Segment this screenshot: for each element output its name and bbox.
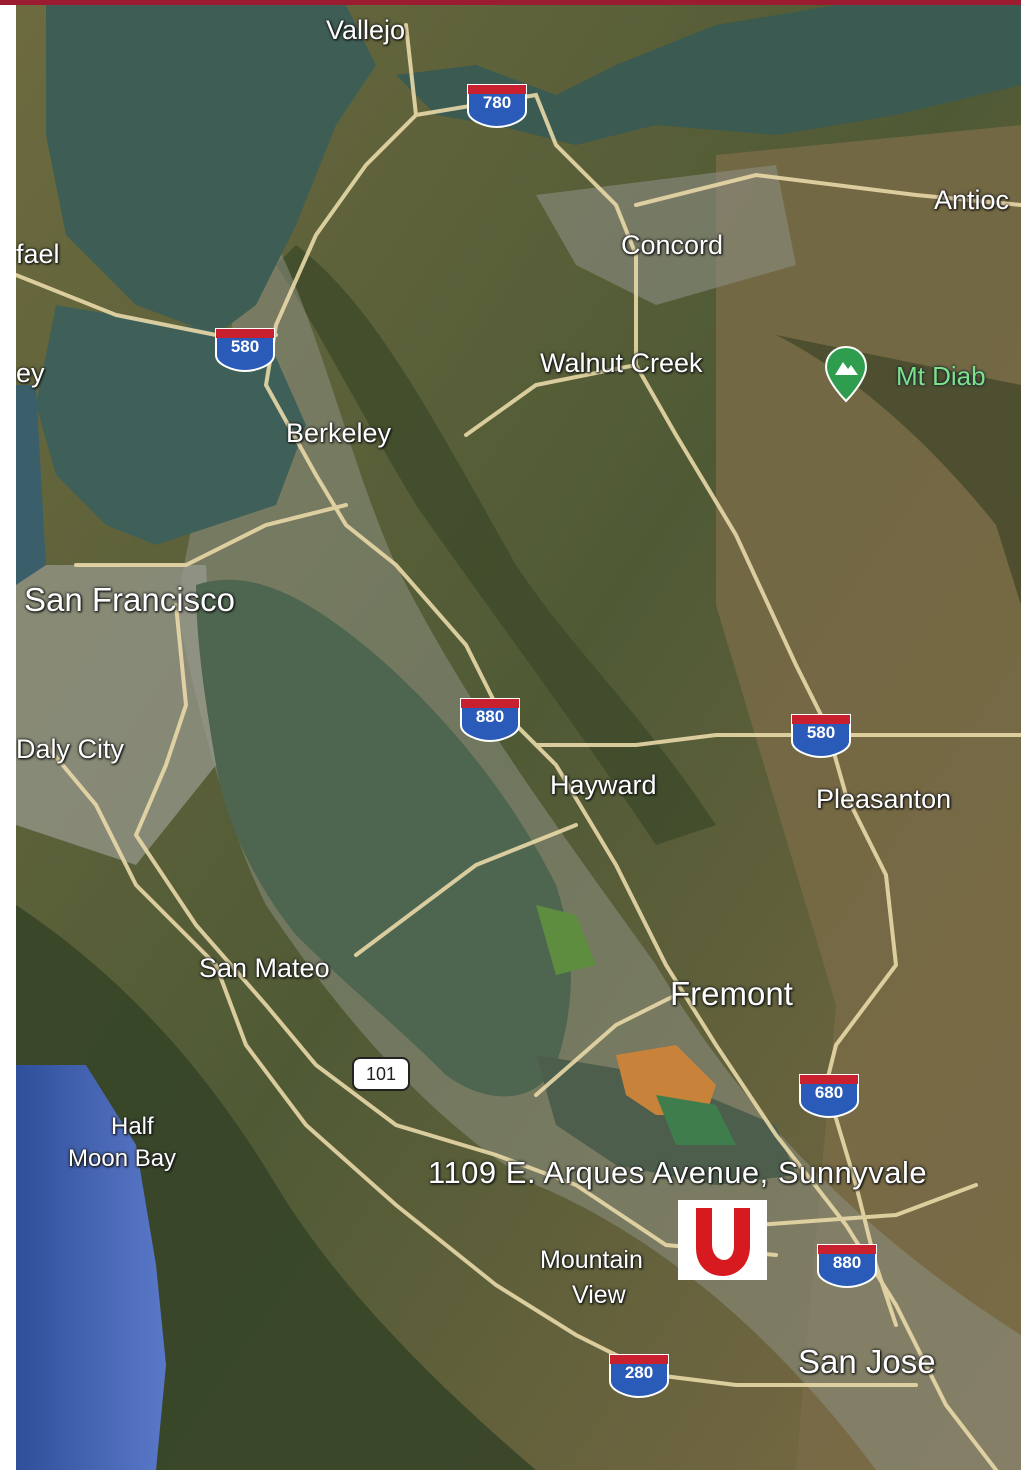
poi-label-mt-diablo: Mt Diab (896, 361, 986, 391)
city-label-half-moon-bay-line1: Half (111, 1113, 154, 1140)
map-view[interactable]: Vallejo Antioc fael ey Concord Walnut Cr… (16, 5, 1021, 1470)
city-label-mountain-view-line1: Mountain (540, 1246, 643, 1274)
city-label-san-mateo: San Mateo (199, 953, 330, 983)
interstate-580-west-shield: 580 (212, 325, 278, 373)
city-label-daly-city: Daly City (16, 734, 125, 764)
us-101-shield: 101 (352, 1057, 410, 1091)
city-label-berkeley: Berkeley (286, 418, 392, 448)
satellite-map-base (16, 5, 1021, 1470)
city-label-san-rafael: fael (16, 239, 60, 269)
city-label-mountain-view-line2: View (572, 1281, 626, 1309)
interstate-780-number: 780 (482, 93, 512, 112)
interstate-580-east-shield: 580 (788, 711, 854, 759)
city-label-pleasanton: Pleasanton (816, 784, 952, 814)
city-label-vallejo: Vallejo (326, 15, 406, 45)
interstate-880-south-number: 880 (832, 1253, 862, 1272)
interstate-280-number: 280 (624, 1363, 654, 1382)
city-label-mill-valley: ey (16, 358, 45, 388)
interstate-780-shield: 780 (464, 81, 530, 129)
city-label-antioch: Antioc (934, 185, 1010, 215)
brand-top-bar (0, 0, 1021, 5)
interstate-880-north-number: 880 (475, 707, 505, 726)
us-101-number: 101 (365, 1064, 397, 1084)
interstate-880-south-shield: 880 (814, 1241, 880, 1289)
interstate-580-east-number: 580 (806, 723, 836, 742)
park-pin-icon[interactable] (824, 345, 868, 403)
red-u-logo-icon (696, 1201, 750, 1276)
city-label-concord: Concord (621, 230, 724, 260)
interstate-280-shield: 280 (606, 1351, 672, 1399)
interstate-680-number: 680 (814, 1083, 844, 1102)
address-label: 1109 E. Arques Avenue, Sunnyvale (428, 1155, 928, 1190)
city-label-san-jose: San Jose (798, 1343, 936, 1380)
company-logo-marker[interactable] (678, 1200, 767, 1280)
interstate-580-west-number: 580 (230, 337, 260, 356)
city-label-fremont: Fremont (670, 975, 793, 1012)
city-label-walnut-creek: Walnut Creek (540, 348, 703, 378)
interstate-880-north-shield: 880 (457, 695, 523, 743)
city-label-san-francisco: San Francisco (24, 581, 235, 618)
city-label-hayward: Hayward (550, 770, 657, 800)
city-label-half-moon-bay-line2: Moon Bay (68, 1145, 177, 1172)
interstate-680-shield: 680 (796, 1071, 862, 1119)
